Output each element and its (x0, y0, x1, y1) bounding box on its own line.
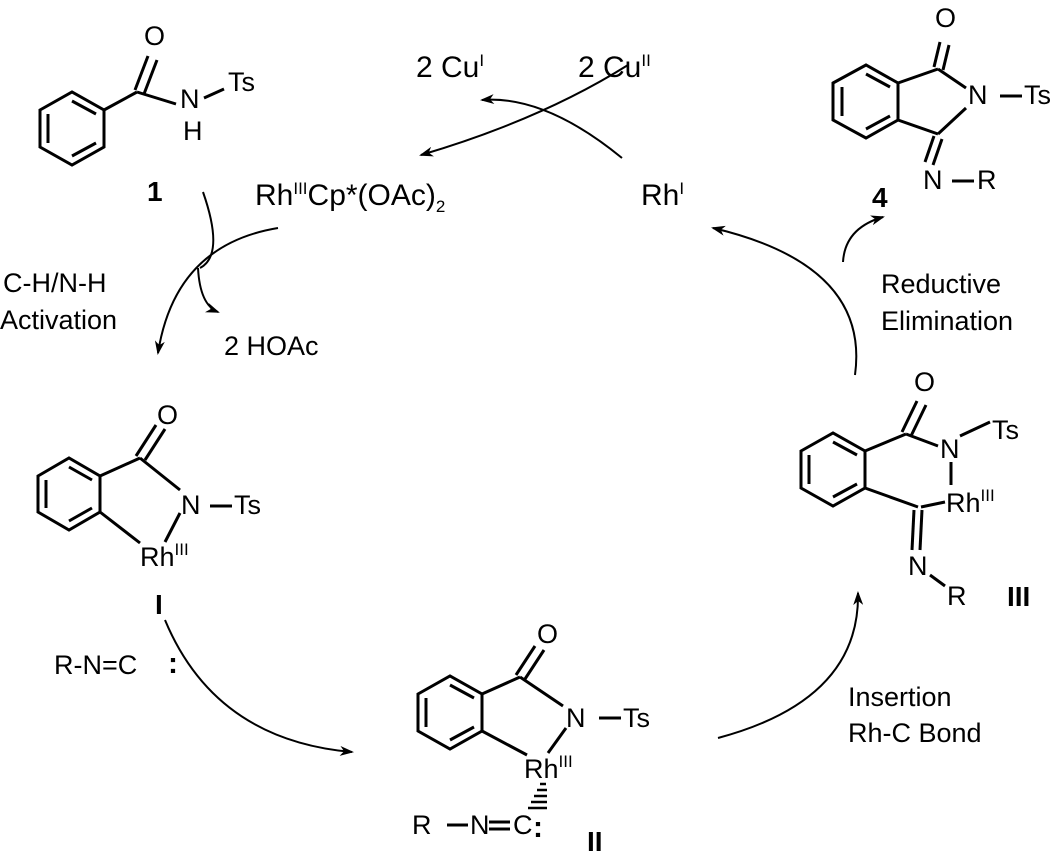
insertion-label-line2: Rh-C Bond (848, 718, 982, 748)
cu-i-label: 2 CuI (416, 51, 485, 84)
compound-4-number: 4 (872, 182, 888, 213)
compound-I-N: N (181, 490, 201, 520)
isocyanide-coordination-arrow (164, 619, 354, 756)
compound-I-O: O (157, 400, 179, 430)
product-release-arrow (842, 215, 885, 263)
activation-arrow (154, 227, 279, 355)
compound-I-number: I (155, 589, 163, 620)
hoac-label: 2 HOAc (224, 331, 319, 361)
compound-1-O: O (144, 21, 166, 51)
compound-II-structure (416, 645, 621, 831)
compound-1-structure (38, 55, 225, 167)
compound-4-Ts: Ts (1024, 80, 1050, 110)
compound-II-ligand-R: R (412, 810, 432, 840)
rh-i-label: RhI (641, 179, 685, 212)
compound-III-Ts: Ts (992, 415, 1019, 445)
compound-I-Ts: Ts (234, 490, 261, 520)
compound-1-Ts: Ts (228, 67, 255, 97)
cycle-arrows (154, 64, 885, 756)
compound-II-ligand-C: C (513, 810, 533, 840)
isocyanide-lone-pair: : (168, 647, 178, 680)
compound-II-Rh: RhIII (524, 752, 573, 784)
compound-1-number: 1 (147, 176, 163, 207)
catalyst-regeneration-arrow (419, 64, 629, 157)
compound-III-number: III (1007, 581, 1031, 612)
rh-catalyst-label: RhIIICp*(OAc)2 (255, 179, 446, 216)
reductive-elimination-arrow (711, 225, 858, 376)
compound-I-structure (36, 424, 232, 545)
activation-label-line1: C-H/N-H (3, 268, 107, 298)
activation-label-line2: Activation (0, 305, 118, 335)
compound-III-O: O (914, 367, 936, 397)
compound-III-structure (799, 400, 991, 588)
compound-II-O: O (537, 619, 559, 649)
reductive-elimination-label-line1: Reductive (881, 269, 1002, 299)
compound-II-Ts: Ts (623, 703, 650, 733)
cu-oxidation-arrow (480, 94, 623, 159)
compound-II-N: N (566, 703, 586, 733)
insertion-label-line1: Insertion (848, 682, 952, 712)
compound-1-H: H (183, 116, 203, 146)
compound-III-N: N (940, 434, 960, 464)
compound-I-Rh: RhIII (140, 540, 189, 572)
hoac-release-arrow (197, 267, 220, 313)
compound-1-N: N (180, 84, 200, 114)
compound-III-Rh: RhIII (946, 486, 995, 518)
reductive-elimination-label-line2: Elimination (881, 306, 1014, 336)
compound-4-R: R (977, 165, 997, 195)
compound-4-N-ring: N (968, 80, 988, 110)
substrate-entry-arrow (199, 191, 215, 269)
compound-4-structure (831, 41, 1022, 183)
compound-4-N-imine: N (923, 165, 943, 195)
compound-II-number: II (587, 826, 603, 857)
compound-4-O: O (935, 3, 957, 33)
cu-ii-label: 2 CuII (578, 51, 651, 84)
compound-III-R: R (947, 581, 967, 611)
isocyanide-label: R-N=C (54, 650, 138, 680)
compound-II-ligand-N: N (470, 810, 490, 840)
compound-III-N-imine: N (908, 551, 928, 581)
compound-II-lone-pair: : (533, 811, 543, 844)
insertion-arrow (717, 591, 864, 739)
